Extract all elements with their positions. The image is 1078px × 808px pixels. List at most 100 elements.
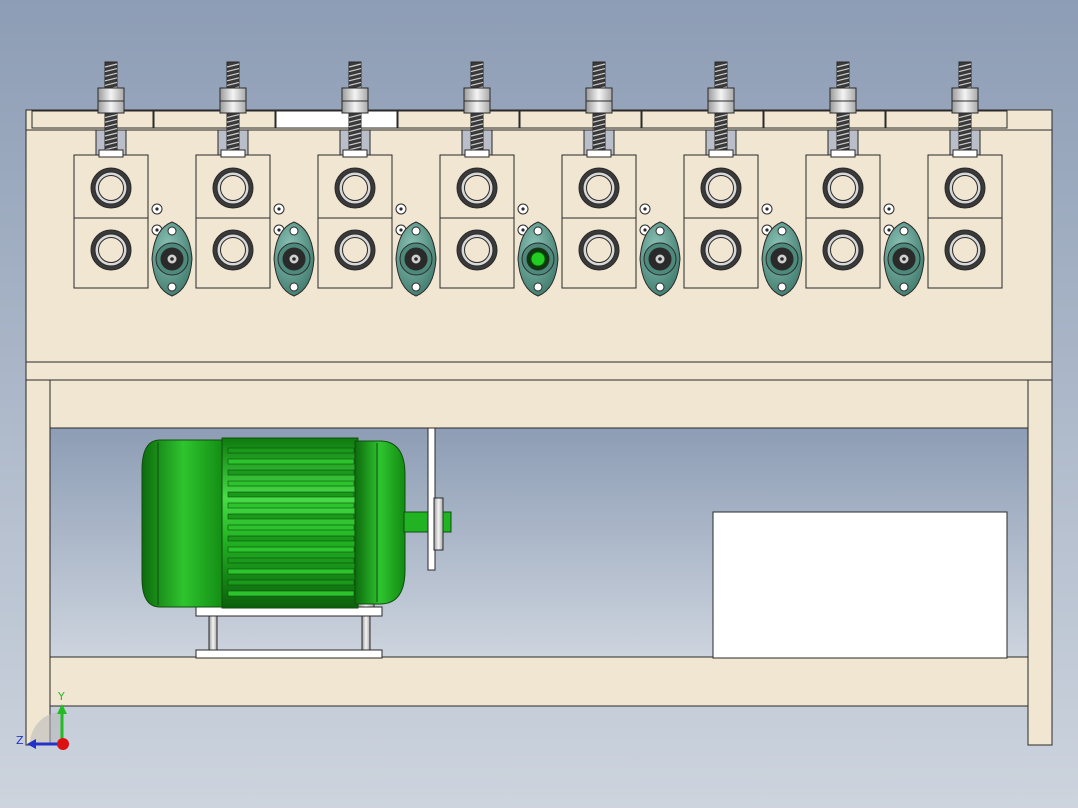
screw-thread [470, 137, 484, 142]
screw-thread [958, 77, 972, 82]
roll-bore-inner [952, 237, 978, 263]
screw-thread [592, 77, 606, 82]
screw-thread [592, 137, 606, 142]
flange-bearing [639, 203, 681, 297]
motor-body [221, 437, 359, 609]
screw-thread [592, 127, 606, 132]
screw-thread [592, 123, 606, 128]
roll-station [805, 61, 881, 289]
screw-nut-upper [951, 87, 979, 103]
screw-thread [714, 123, 728, 128]
screw-thread [470, 81, 484, 86]
triad-z-label: Z [16, 734, 24, 747]
roll-station [195, 61, 271, 289]
flange-bearing [517, 203, 559, 297]
motor-standoff-right [361, 615, 371, 651]
screw-thread [836, 137, 850, 142]
screw-thread [958, 146, 972, 151]
set-screw-dot [887, 207, 891, 211]
flange-bolt-hole [899, 226, 909, 236]
top-plate-segment [31, 110, 154, 129]
control-box[interactable] [712, 511, 1008, 659]
cooling-fin [227, 458, 355, 465]
cooling-fin [227, 568, 355, 575]
screw-thread [958, 81, 972, 86]
screw-thread [714, 114, 728, 119]
cooling-fin [227, 447, 355, 454]
screw-thread [592, 146, 606, 151]
screw-thread [104, 146, 118, 151]
flange-bolt-hole [411, 226, 421, 236]
screw-thread [714, 72, 728, 77]
screw-thread [348, 63, 362, 68]
flange-bolt-hole [533, 282, 543, 292]
screw-thread [348, 68, 362, 73]
coordinate-triad: Y Z [16, 690, 69, 750]
top-plate-segment [641, 110, 764, 129]
roll-bore-inner [220, 175, 246, 201]
screw-thread [226, 123, 240, 128]
screw-thread [836, 132, 850, 137]
cooling-fin [227, 480, 355, 487]
screw-thread [592, 81, 606, 86]
screw-thread [958, 123, 972, 128]
screw-thread [714, 132, 728, 137]
screw-thread [714, 77, 728, 82]
cooling-fin [227, 524, 355, 531]
screw-thread [470, 114, 484, 119]
cooling-fin [227, 590, 355, 597]
screw-washer [952, 149, 978, 158]
screw-thread [714, 146, 728, 151]
top-plate-segment [519, 110, 642, 129]
screw-thread [104, 68, 118, 73]
screw-nut-upper [97, 87, 125, 103]
screw-thread [348, 141, 362, 146]
screw-thread [592, 68, 606, 73]
screw-thread [470, 123, 484, 128]
screw-thread [714, 137, 728, 142]
screw-thread [226, 137, 240, 142]
bearing-shaft-center [414, 257, 418, 261]
screw-thread [348, 123, 362, 128]
motor-base-plate [195, 649, 383, 659]
top-plate-segment [763, 110, 886, 129]
screw-thread [226, 81, 240, 86]
roll-bore-inner [98, 237, 124, 263]
screw-thread [104, 118, 118, 123]
roll-bore-inner [98, 175, 124, 201]
adjusting-screw [951, 61, 979, 158]
cooling-fin [227, 557, 355, 564]
roll-bore-inner [830, 237, 856, 263]
roll-station [561, 61, 637, 289]
screw-thread [104, 137, 118, 142]
adjusting-screw [707, 61, 735, 158]
screw-thread [470, 146, 484, 151]
screw-thread [348, 114, 362, 119]
screw-thread [836, 77, 850, 82]
cooling-fin [227, 546, 355, 553]
flange-bolt-hole [167, 282, 177, 292]
screw-thread [836, 81, 850, 86]
screw-thread [226, 127, 240, 132]
screw-thread [958, 137, 972, 142]
flange-bearing [761, 203, 803, 297]
cooling-fin [227, 579, 355, 586]
screw-thread [226, 132, 240, 137]
screw-thread [104, 123, 118, 128]
screw-thread [714, 118, 728, 123]
screw-thread [958, 68, 972, 73]
screw-thread [470, 63, 484, 68]
motor-cooling-fins [227, 447, 355, 597]
set-screw-dot [277, 228, 281, 232]
flange-bolt-hole [289, 282, 299, 292]
motor-standoff-left [208, 615, 218, 651]
roll-station [683, 61, 759, 289]
screw-thread [470, 77, 484, 82]
screw-thread [226, 118, 240, 123]
flange-bolt-hole [411, 282, 421, 292]
electric-motor[interactable] [141, 427, 452, 659]
screw-thread [470, 141, 484, 146]
screw-nut-upper [829, 87, 857, 103]
set-screw-dot [887, 228, 891, 232]
